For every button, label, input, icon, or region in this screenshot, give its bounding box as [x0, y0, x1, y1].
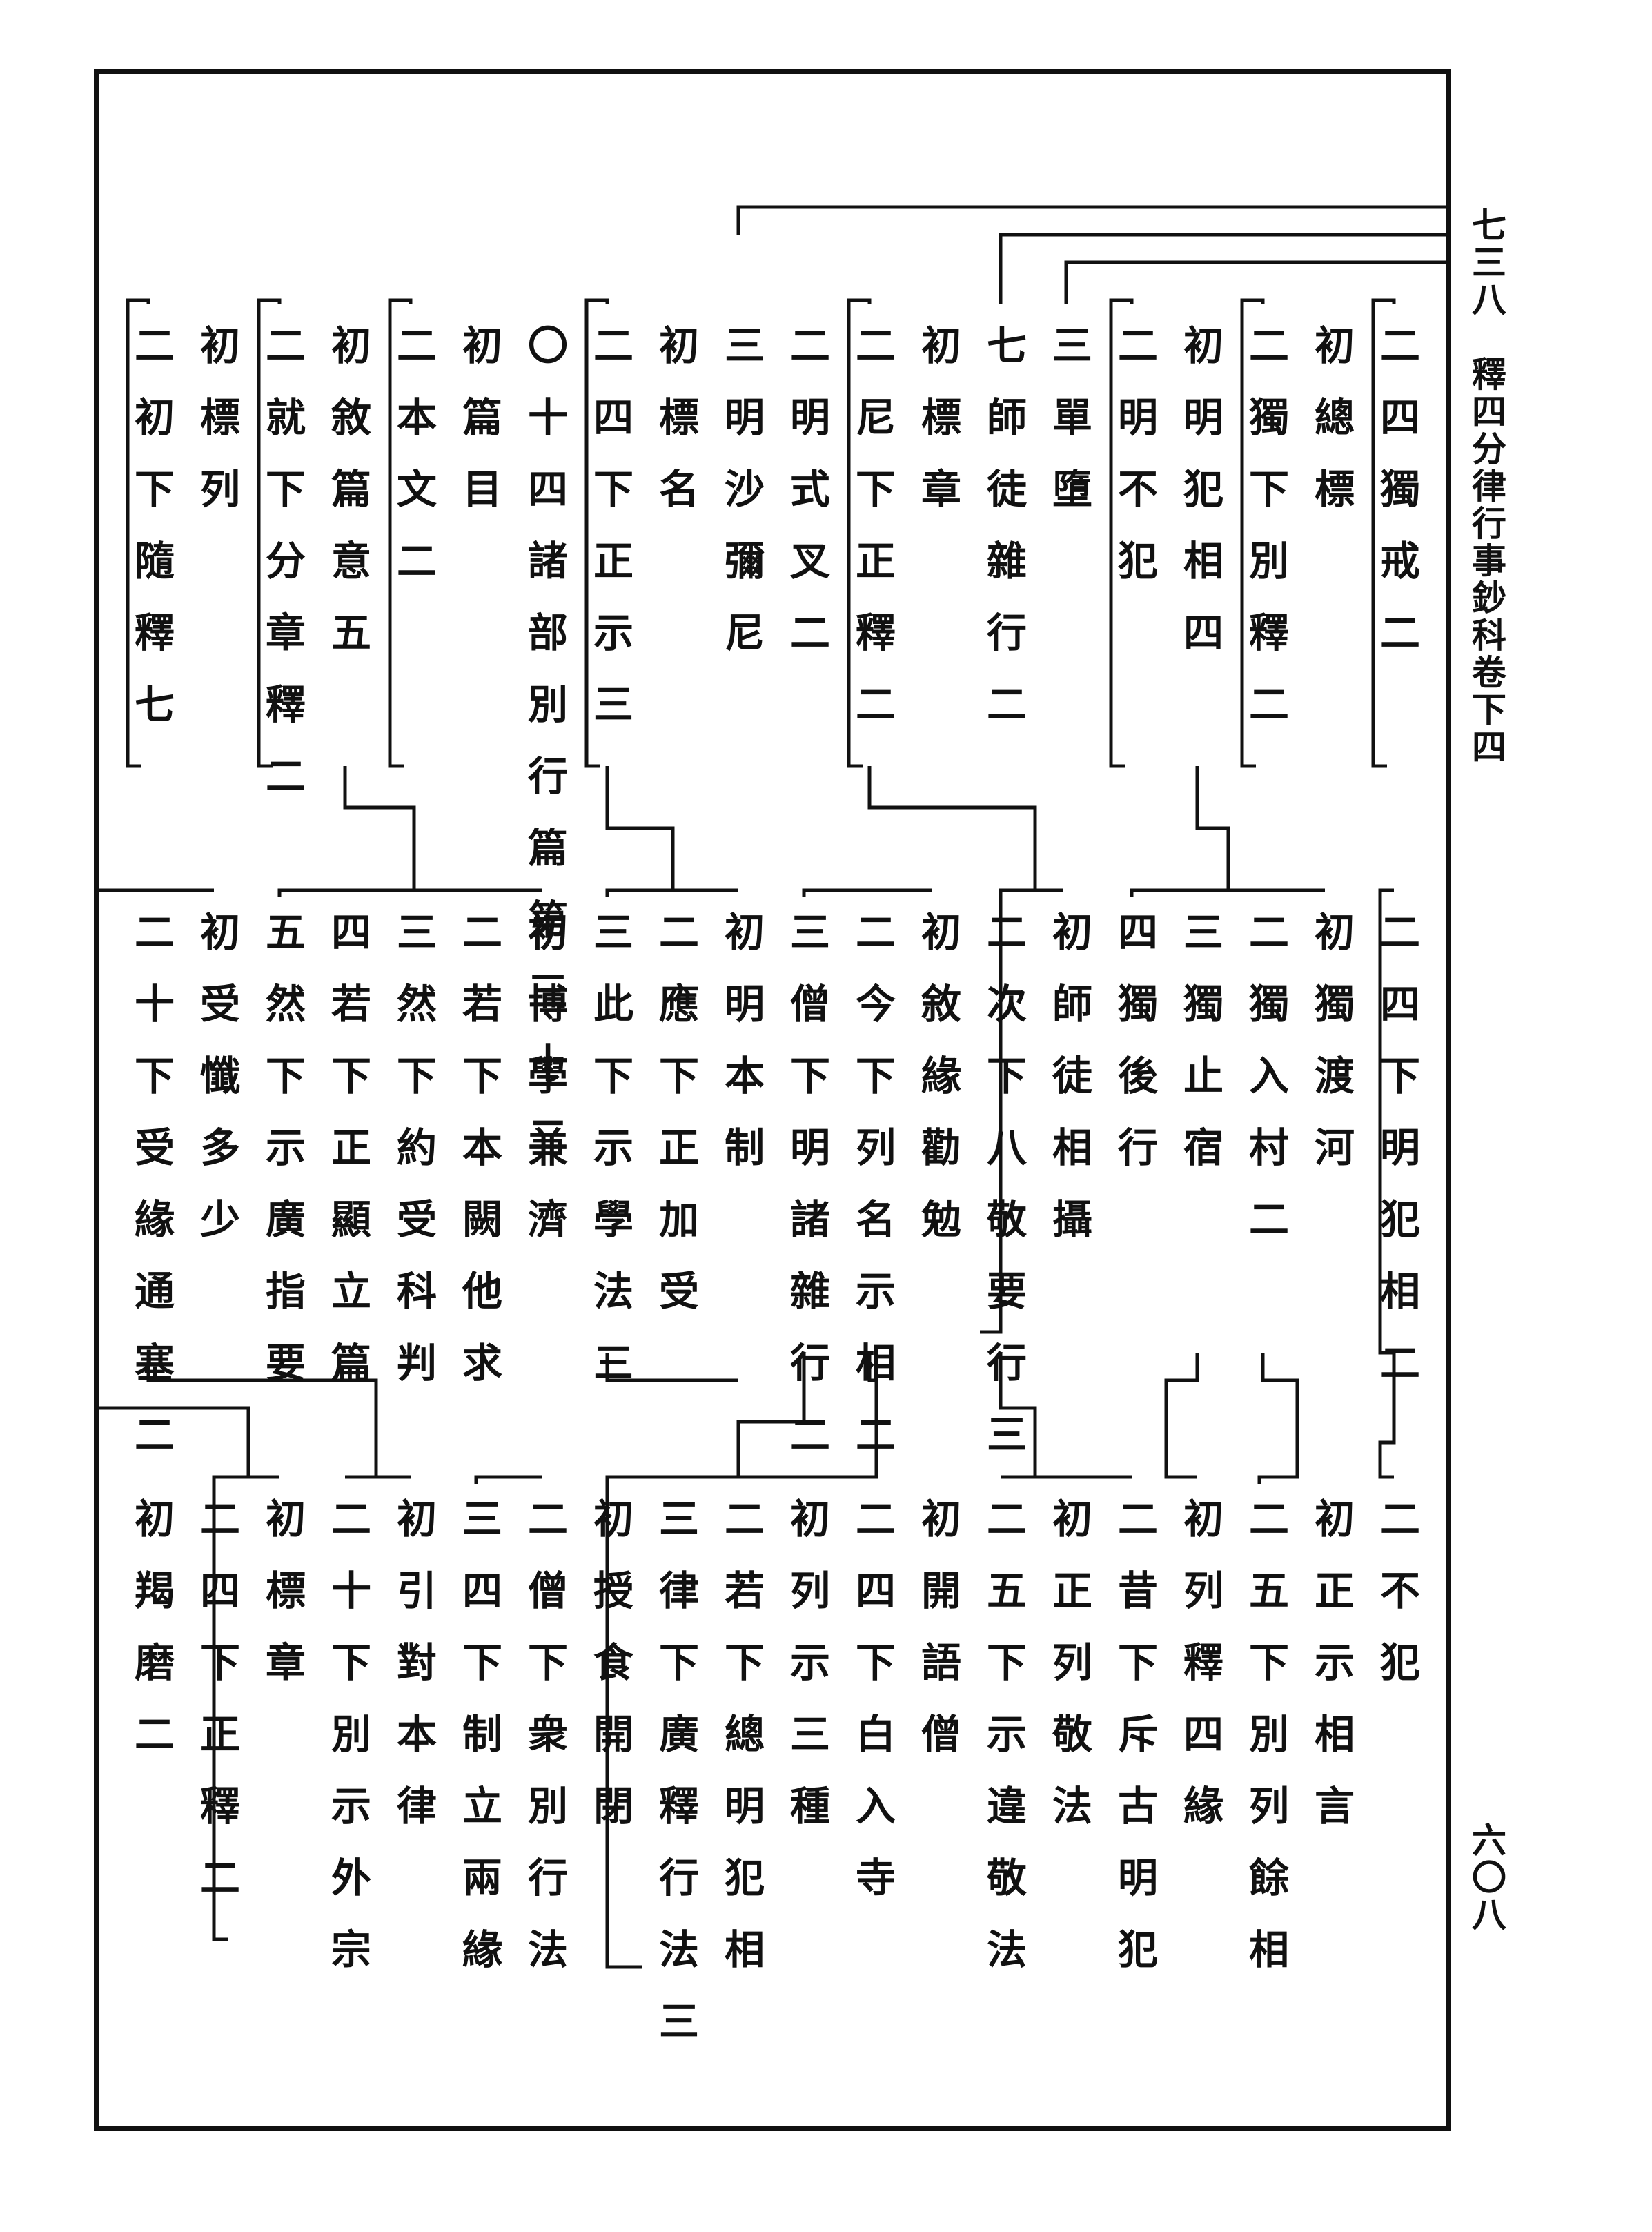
outline-entry: 初博學兼濟 [521, 911, 568, 1270]
outline-entry: 二若下總明犯相 [718, 1498, 765, 2000]
connector-line [999, 233, 1449, 304]
outline-entry: 二僧下衆別行法 [521, 1498, 568, 2000]
connector-line [1064, 260, 1449, 304]
connector-line [1164, 1353, 1199, 1479]
connector-line [1378, 888, 1394, 1355]
connector-line [605, 1475, 738, 1969]
connector-line [1109, 298, 1134, 768]
outline-entry: 二次下八敬要行三 [980, 911, 1027, 1485]
outline-entry: 初正示相言 [1308, 1498, 1355, 1857]
page-number: 六〇八 [1466, 1822, 1507, 1934]
outline-entry: 七師徒雜行二 [980, 324, 1027, 755]
outline-entry: 二十下受緣通塞二 [128, 911, 175, 1485]
outline-entry: 四若下正顯立篇 [324, 911, 371, 1413]
outline-entry: 二五下別列餘相 [1242, 1498, 1289, 2000]
outline-entry: 初明本制 [718, 911, 765, 1198]
outline-entry: 三獨止宿 [1177, 911, 1223, 1198]
outline-entry: 初列示三種 [783, 1498, 830, 1857]
connector-line [584, 298, 609, 768]
outline-entry: 初授食開閉 [587, 1498, 633, 1857]
outline-entry: 二若下本闕他求 [455, 911, 502, 1413]
outline-entry: 初列釋四緣 [1177, 1498, 1223, 1857]
connector-line [343, 766, 416, 890]
connector-line [1261, 1353, 1299, 1479]
connector-line [605, 888, 738, 897]
outline-entry: 初羯磨二 [128, 1498, 175, 1785]
outline-entry: 二四獨戒二 [1373, 324, 1420, 683]
outline-entry: 初引對本律 [390, 1498, 437, 1857]
connector-line [212, 1475, 279, 1941]
outline-entry: 二五下示違敬法 [980, 1498, 1027, 2000]
connector-line [849, 298, 872, 304]
outline-entry: 二明不犯 [1111, 324, 1158, 611]
outline-entry: 初明犯相四 [1177, 324, 1223, 683]
outline-entry: 初標名 [652, 324, 699, 540]
connector-line [474, 1475, 542, 1484]
outline-entry: 二獨下別釋二 [1242, 324, 1289, 755]
outline-entry: 二四下正示三 [587, 324, 633, 755]
outline-entry: 三明沙彌尼 [718, 324, 765, 683]
outline-entry: 初敘緣勸勉 [914, 911, 961, 1270]
outline-entry: 二獨入村二 [1242, 911, 1289, 1270]
connector-line [257, 298, 282, 768]
connector-line [867, 1353, 878, 1479]
connector-line [126, 298, 150, 768]
connector-line [867, 766, 1037, 890]
outline-entry: 二十下別示外宗 [324, 1498, 371, 2000]
outline-entry: 三四下制立兩緣 [455, 1498, 502, 2000]
outline-entry: 三律下廣釋行法三 [652, 1498, 699, 2072]
connector-line [605, 1353, 738, 1382]
connector-line [802, 888, 932, 897]
outline-entry: 二就下分章釋二 [259, 324, 306, 827]
connector-line [605, 766, 675, 890]
outline-entry: 三單墮 [1045, 324, 1092, 540]
outline-entry: 二初下隨釋七 [128, 324, 175, 755]
outline-entry: 初總標 [1308, 324, 1355, 540]
connector-line [1371, 298, 1396, 768]
outline-entry: 初正列敬法 [1045, 1498, 1092, 1857]
outline-entry: 三此下示學法三 [587, 911, 633, 1413]
connector-line [388, 298, 413, 768]
outline-entry: 四獨後行 [1111, 911, 1158, 1198]
outline-entry: 二昔下斥古明犯 [1111, 1498, 1158, 2000]
page-frame [94, 69, 1451, 2131]
connector-line [1130, 888, 1325, 897]
outline-entry: 〇十四諸部別行篇第三十二 [521, 324, 568, 1186]
outline-entry: 初標列 [193, 324, 240, 540]
outline-entry: 初標章 [259, 1498, 306, 1713]
connector-line [277, 888, 542, 897]
outline-entry: 三然下約受科判 [390, 911, 437, 1413]
outline-entry: 初受懺多少 [193, 911, 240, 1270]
outline-entry: 初篇目 [455, 324, 502, 540]
connector-line [1240, 298, 1265, 768]
outline-entry: 二今下列名示相二 [849, 911, 896, 1485]
outline-entry: 三僧下明諸雜行二 [783, 911, 830, 1485]
connector-line [1195, 766, 1230, 890]
outline-entry: 初標章 [914, 324, 961, 540]
outline-entry: 初開語僧 [914, 1498, 961, 1785]
connector-line [736, 205, 1449, 235]
outline-entry: 二明式叉二 [783, 324, 830, 683]
outline-entry: 二應下正加受 [652, 911, 699, 1342]
outline-entry: 二本文二 [390, 324, 437, 611]
outline-entry: 初敘篇意五 [324, 324, 371, 683]
outline-entry: 二不犯 [1373, 1498, 1420, 1713]
running-header: 七三八 釋四分律行事鈔科卷下四 [1466, 207, 1507, 766]
outline-entry: 五然下示廣指要 [259, 911, 306, 1413]
outline-entry: 二四下白入寺 [849, 1498, 896, 1928]
connector-line [980, 888, 1063, 1334]
outline-entry: 二四下正釋二 [193, 1498, 240, 1928]
outline-entry: 初獨渡河 [1308, 911, 1355, 1198]
outline-entry: 二四下明犯相二 [1373, 911, 1420, 1413]
connector-line [1257, 1475, 1263, 1484]
connector-line [736, 1353, 806, 1479]
outline-entry: 初師徒相攝 [1045, 911, 1092, 1270]
outline-entry: 二尼下正釋二 [849, 324, 896, 755]
